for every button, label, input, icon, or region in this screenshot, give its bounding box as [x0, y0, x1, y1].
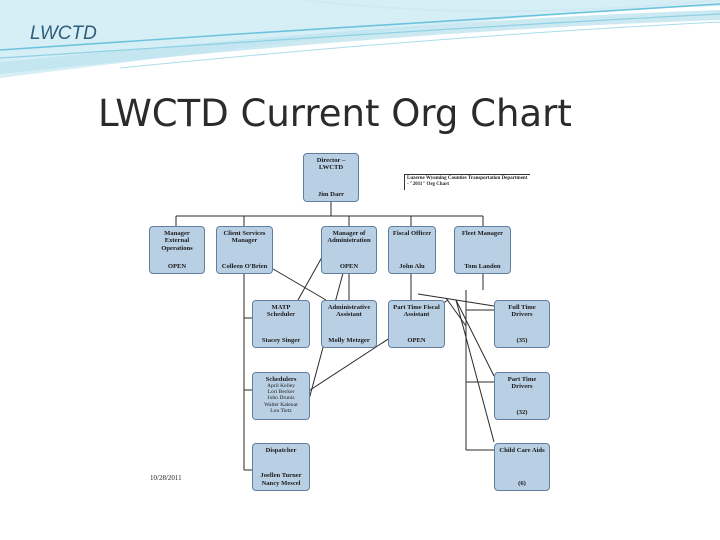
box-matp-scheduler: MATP Scheduler Stacey Singer [252, 300, 310, 348]
full-time-drivers-count: (35) [516, 336, 528, 344]
slide-title: LWCTD Current Org Chart [98, 92, 572, 135]
matp-scheduler-name: Stacey Singer [261, 336, 301, 344]
chart-legend: Luzerne Wyoming Counties Transportation … [404, 174, 530, 190]
box-schedulers: Schedulers April Kelley Lori Becker John… [252, 372, 310, 420]
box-child-care-aids: Child Care Aids (6) [494, 443, 550, 491]
box-part-time-fiscal-assistant: Part Time Fiscal Assistant OPEN [388, 300, 445, 348]
box-director: Director – LWCTD Jim Darr [303, 153, 359, 202]
box-full-time-drivers: Full Time Drivers (35) [494, 300, 550, 348]
director-title: Director – LWCTD [316, 157, 346, 172]
part-time-drivers-title: Part Time Drivers [507, 376, 537, 391]
manager-external-operations-title: Manager External Operations [161, 230, 193, 252]
box-administrative-assistant: Administrative Assistant Molly Metzger [321, 300, 377, 348]
fleet-manager-title: Fleet Manager [461, 230, 504, 237]
child-care-aids-title: Child Care Aids [499, 447, 545, 454]
fiscal-officer-name: John Alu [399, 262, 425, 270]
box-part-time-drivers: Part Time Drivers (32) [494, 372, 550, 420]
administrative-assistant-name: Molly Metzger [328, 336, 370, 344]
box-manager-of-administration: Manager of Administration OPEN [321, 226, 377, 274]
box-client-services-manager: Client Services Manager Colleen O'Brien [216, 226, 273, 274]
box-dispatcher: Dispatcher Joellen Turner Nancy Mescel [252, 443, 310, 491]
schedulers-names: April Kelley Lori Becker John Drunis Wal… [264, 383, 298, 414]
director-name: Jim Darr [317, 190, 345, 198]
dispatcher-names: Joellen Turner Nancy Mescel [260, 472, 302, 487]
administrative-assistant-title: Administrative Assistant [327, 304, 371, 319]
part-time-fiscal-assistant-title: Part Time Fiscal Assistant [393, 304, 440, 319]
schedulers-title: Schedulers [265, 376, 297, 383]
box-fleet-manager: Fleet Manager Tom Landon [454, 226, 511, 274]
client-services-manager-title: Client Services Manager [223, 230, 266, 245]
child-care-aids-count: (6) [518, 479, 526, 487]
box-fiscal-officer: Fiscal Officer John Alu [388, 226, 436, 274]
manager-of-administration-title: Manager of Administration [327, 230, 371, 245]
org-chart: Luzerne Wyoming Counties Transportation … [148, 150, 553, 495]
slide-background-swoosh [0, 0, 720, 78]
manager-of-administration-name: OPEN [339, 262, 359, 270]
fleet-manager-name: Tom Landon [464, 262, 501, 270]
brand-label: LWCTD [30, 23, 97, 44]
matp-scheduler-title: MATP Scheduler [266, 304, 296, 319]
fiscal-officer-title: Fiscal Officer [392, 230, 432, 237]
part-time-drivers-count: (32) [516, 408, 528, 416]
manager-external-operations-name: OPEN [167, 262, 187, 270]
dispatcher-title: Dispatcher [265, 447, 297, 454]
part-time-fiscal-assistant-name: OPEN [407, 336, 426, 344]
box-manager-external-operations: Manager External Operations OPEN [149, 226, 205, 274]
full-time-drivers-title: Full Time Drivers [508, 304, 536, 319]
chart-date: 10/28/2011 [150, 474, 182, 482]
client-services-manager-name: Colleen O'Brien [221, 262, 268, 270]
